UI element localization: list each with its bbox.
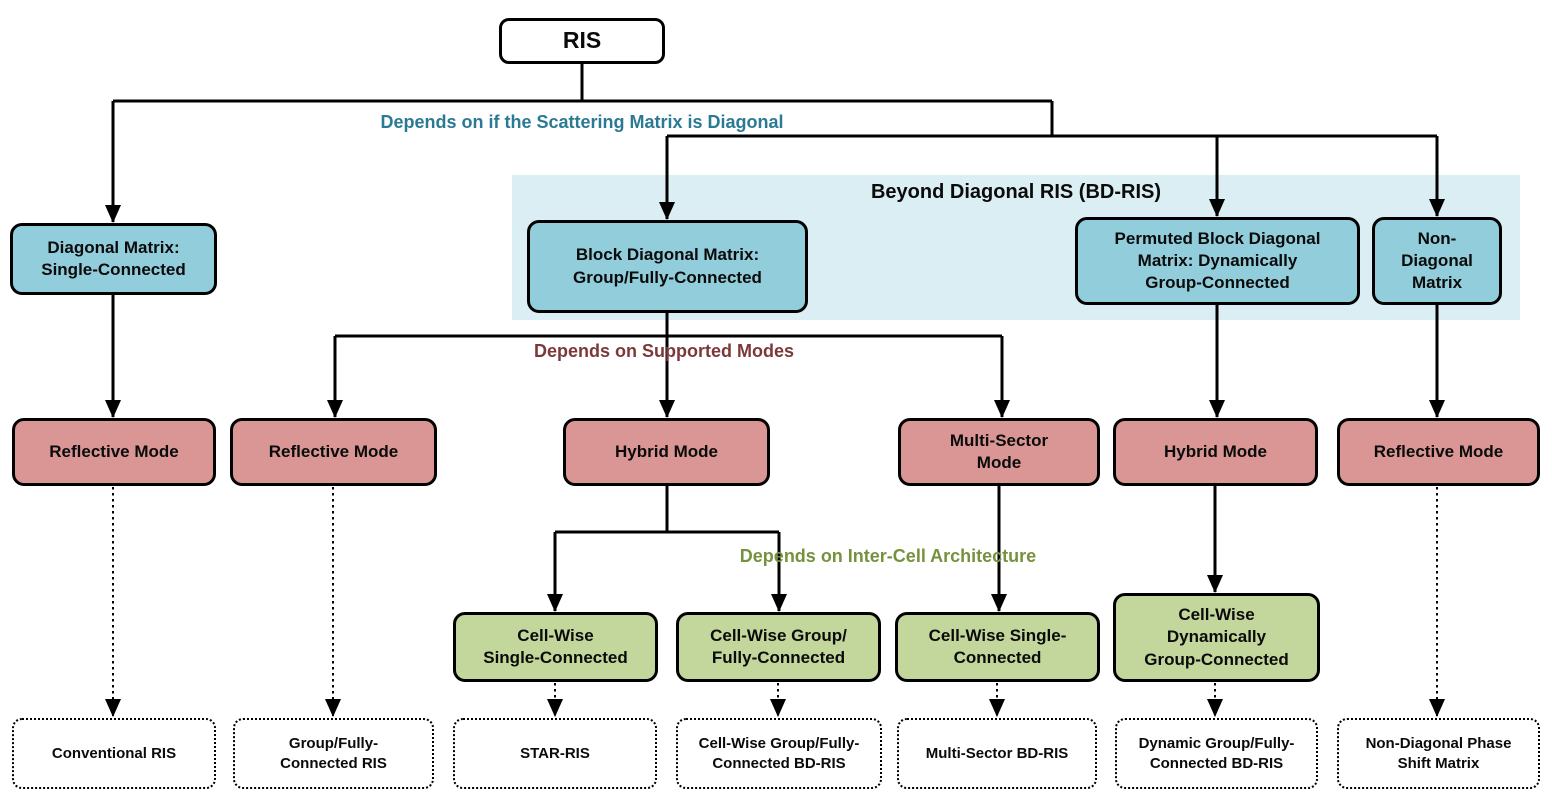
node-diagonal-matrix: Diagonal Matrix: Single-Connected (10, 223, 217, 295)
leaf-group-fully-connected-ris: Group/Fully- Connected RIS (233, 718, 434, 789)
bd-ris-region-title: Beyond Diagonal RIS (BD-RIS) (870, 181, 1161, 203)
leaf-cell-wise-group-fully-connected-bd-ris: Cell-Wise Group/Fully- Connected BD-RIS (676, 718, 882, 789)
node-cell-wise-group-fully-connected: Cell-Wise Group/ Fully-Connected (676, 612, 881, 682)
node-reflective-mode-3: Reflective Mode (1337, 418, 1540, 486)
branch-label-modes: Depends on Supported Modes (533, 341, 794, 361)
leaf-conventional-ris: Conventional RIS (12, 718, 216, 789)
leaf-star-ris: STAR-RIS (453, 718, 657, 789)
leaf-multi-sector-bd-ris: Multi-Sector BD-RIS (897, 718, 1097, 789)
node-non-diagonal-matrix: Non- Diagonal Matrix (1372, 217, 1502, 305)
leaf-non-diagonal-phase-shift-matrix: Non-Diagonal Phase Shift Matrix (1337, 718, 1540, 789)
leaf-dynamic-group-fully-connected-bd-ris: Dynamic Group/Fully- Connected BD-RIS (1115, 718, 1318, 789)
node-cell-wise-single-connected-1: Cell-Wise Single-Connected (453, 612, 658, 682)
node-permuted-block-diagonal-matrix: Permuted Block Diagonal Matrix: Dynamica… (1075, 217, 1360, 305)
branch-label-scattering: Depends on if the Scattering Matrix is D… (380, 112, 784, 132)
node-ris: RIS (499, 18, 665, 64)
node-cell-wise-single-connected-2: Cell-Wise Single- Connected (895, 612, 1100, 682)
node-reflective-mode-2: Reflective Mode (230, 418, 437, 486)
node-cell-wise-dynamically-group-connected: Cell-Wise Dynamically Group-Connected (1113, 593, 1320, 682)
node-block-diagonal-matrix: Block Diagonal Matrix: Group/Fully-Conne… (527, 220, 808, 313)
node-reflective-mode-1: Reflective Mode (12, 418, 216, 486)
node-hybrid-mode-1: Hybrid Mode (563, 418, 770, 486)
node-hybrid-mode-2: Hybrid Mode (1113, 418, 1318, 486)
node-multi-sector-mode: Multi-Sector Mode (898, 418, 1100, 486)
branch-label-intercell: Depends on Inter-Cell Architecture (739, 546, 1037, 566)
